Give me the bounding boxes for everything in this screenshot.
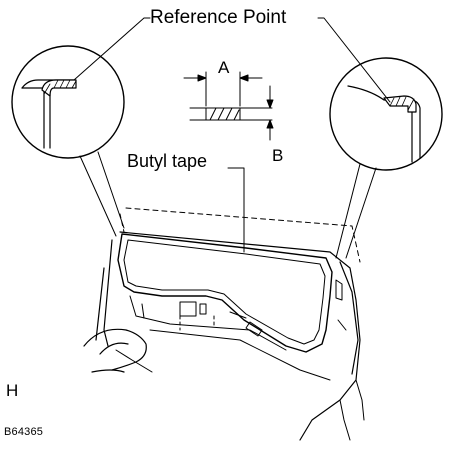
right-circle-connectors [335, 163, 377, 259]
reference-leader-right [317, 17, 391, 103]
left-detail-panel-section [21, 79, 76, 149]
door-outer-frame [95, 231, 361, 441]
butyl-tape-leader [227, 167, 245, 253]
dimension-b-marks [266, 85, 274, 141]
figure-code-label: B64365 [4, 426, 44, 438]
left-detail-circle [11, 45, 125, 159]
dimension-b-label: B [272, 146, 284, 165]
dimension-a-label: A [218, 58, 230, 77]
door-lower-edge [339, 379, 365, 441]
reference-point-label: Reference Point [150, 7, 287, 28]
left-circle-connectors [79, 151, 125, 237]
left-detail-tape-hatch [43, 79, 77, 95]
tape-cross-section [189, 107, 273, 121]
left-detail-tape [41, 79, 77, 97]
right-detail-circle [329, 57, 443, 171]
hand-outline [83, 328, 147, 373]
door-inner-panel [115, 279, 347, 381]
reference-leader-left [73, 17, 151, 81]
butyl-tape-loop [117, 233, 333, 353]
butyl-tape-label: Butyl tape [127, 151, 208, 171]
right-detail-tape-hatch [389, 96, 415, 111]
butyl-tape-loop-inner [123, 239, 326, 345]
view-letter-label: H [6, 381, 19, 400]
dimension-a-marks [183, 71, 263, 107]
door-panel-dashes [179, 315, 215, 331]
door-upper-dashed [119, 213, 125, 233]
door-window-edge-dashed [125, 207, 361, 263]
